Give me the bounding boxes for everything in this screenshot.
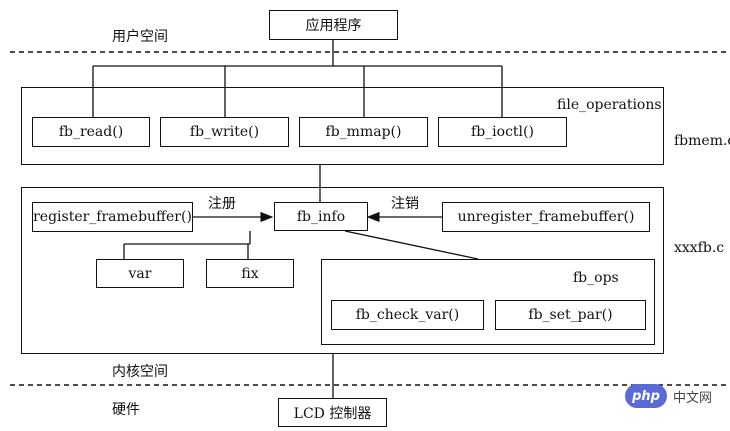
fbmem-file-label: fbmem.c (674, 133, 730, 149)
xxxfb-file-label: xxxfb.c (674, 240, 725, 256)
fb-set-par-box: fb_set_par() (495, 300, 646, 330)
application-box: 应用程序 (269, 10, 398, 40)
fb-ops-frame (321, 259, 655, 345)
fb-ioctl-box: fb_ioctl() (438, 117, 567, 147)
fix-box: fix (206, 259, 294, 288)
user-space-label: 用户空间 (112, 29, 168, 45)
fb-read-box: fb_read() (32, 117, 150, 147)
watermark-text: 中文网 (673, 390, 713, 406)
php-badge: php (625, 384, 667, 408)
fb-mmap-box: fb_mmap() (299, 117, 428, 147)
file-operations-title: file_operations (557, 97, 662, 113)
lcd-controller-box: LCD 控制器 (278, 398, 387, 427)
fb-ops-title: fb_ops (573, 270, 619, 286)
file-operations-frame (21, 87, 664, 165)
fb-write-box: fb_write() (160, 117, 289, 147)
watermark-logo: php 中文网 (625, 384, 712, 408)
info-to-ops (344, 230, 479, 260)
fb-check-var-box: fb_check_var() (331, 300, 484, 330)
var-box: var (96, 259, 184, 288)
driver-frame (21, 187, 664, 354)
register-label: 注册 (208, 196, 236, 212)
register-framebuffer-box: register_framebuffer() (32, 202, 193, 232)
fb-info-box: fb_info (274, 202, 368, 231)
unregister-framebuffer-box: unregister_framebuffer() (442, 202, 650, 232)
unregister-label: 注销 (391, 196, 419, 212)
kernel-space-label: 内核空间 (112, 364, 168, 380)
hardware-label: 硬件 (112, 402, 140, 418)
